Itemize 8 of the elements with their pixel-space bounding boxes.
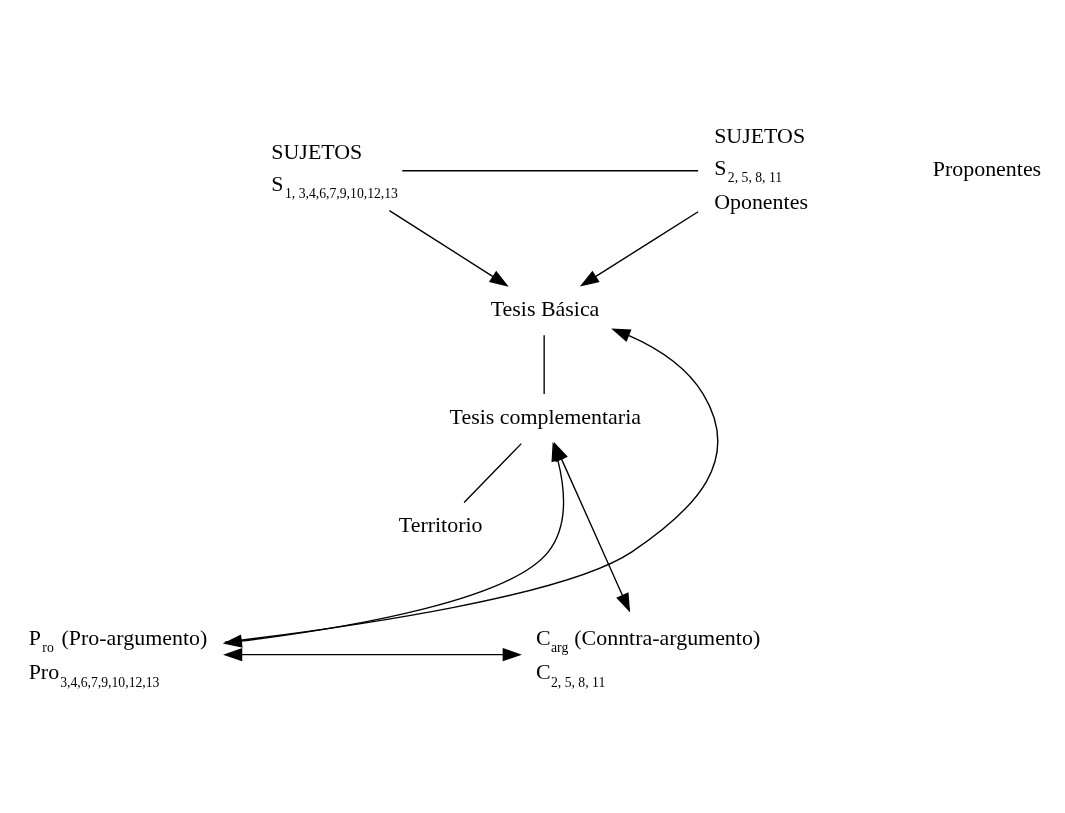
node-text: SUJETOS S$_{1, 3,4,6,7,9,10,12,13}$ [271, 139, 398, 202]
node-text: Tesis Básica [490, 295, 600, 321]
node-text: P$_{ro}$ (Pro-argumento) Pro$_{3,4,6,7,9,10,12,13}$ [28, 624, 208, 690]
node-text: SUJETOS S$_{2, 5, 8, 11}$ Oponentes [714, 123, 808, 214]
node-text: C$_{arg}$ (Conntra-argumento) C$_{2, 5, 8, 11}$ [535, 624, 761, 690]
node-text: Tesis complementaria [449, 404, 641, 430]
label: Proponentes [932, 155, 1042, 181]
node-text: Territorio [398, 512, 483, 538]
